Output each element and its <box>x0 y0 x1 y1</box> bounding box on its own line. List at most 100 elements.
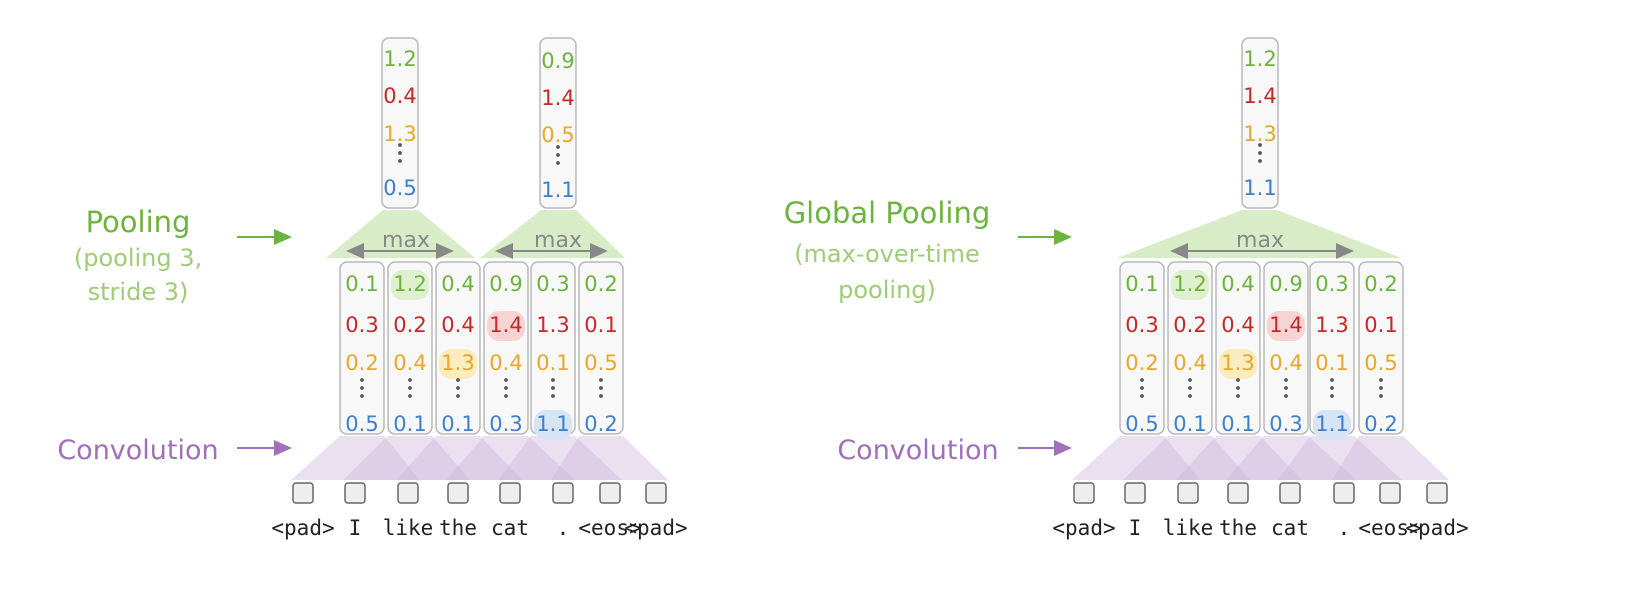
left-pooled-1-ellipsis-icon <box>398 143 402 163</box>
conv-column-1-value: 0.1 <box>345 272 378 296</box>
ellipsis-dot <box>1188 378 1192 382</box>
conv-window-3 <box>1176 436 1302 480</box>
token-label: the <box>1219 516 1257 540</box>
ellipsis-dot <box>1330 386 1334 390</box>
conv-column-2-value: 0.2 <box>393 313 426 337</box>
conv-column-3-value: 0.1 <box>1221 412 1254 436</box>
conv-column-1-value: 0.2 <box>1125 351 1158 375</box>
conv-column-5-value: 0.3 <box>1315 272 1348 296</box>
ellipsis-dot <box>1284 386 1288 390</box>
conv-column-5-highlight <box>1313 410 1351 440</box>
token-square <box>645 482 667 504</box>
conv-column-1-ellipsis-icon <box>360 378 364 398</box>
conv-column-4-value: 0.9 <box>1269 272 1302 296</box>
conv-column-3-value: 0.4 <box>1221 313 1254 337</box>
left-max-label-1: max <box>382 228 430 253</box>
left-pooled-1-value: 0.5 <box>383 176 416 200</box>
conv-window-5 <box>498 436 622 480</box>
ellipsis-dot <box>556 161 560 165</box>
left-max-label-2: max <box>534 228 582 253</box>
ellipsis-dot <box>360 386 364 390</box>
conv-column-5-ellipsis-icon <box>1330 378 1334 398</box>
conv-column-1-value: 0.1 <box>1125 272 1158 296</box>
conv-column-4-box <box>483 261 529 435</box>
conv-column-3-box <box>1215 261 1261 435</box>
token-label: <eos> <box>1358 516 1421 540</box>
ellipsis-dot <box>1379 394 1383 398</box>
right-pooled-value: 1.2 <box>1243 47 1276 71</box>
conv-column-4-highlight <box>487 311 525 341</box>
conv-column-5-highlight <box>534 410 572 440</box>
ellipsis-dot <box>599 394 603 398</box>
ellipsis-dot <box>360 378 364 382</box>
left-pooled-2-value: 1.1 <box>541 178 574 202</box>
left-pooled-vector-2: 0.91.40.51.1 <box>539 37 577 209</box>
conv-column-6-value: 0.1 <box>1364 313 1397 337</box>
conv-window-4 <box>1226 436 1356 480</box>
conv-window-1 <box>1072 436 1200 480</box>
ellipsis-dot <box>456 394 460 398</box>
conv-column-1-ellipsis-icon <box>1140 378 1144 398</box>
ellipsis-dot <box>504 394 508 398</box>
ellipsis-dot <box>1284 378 1288 382</box>
conv-column-2-value: 0.4 <box>1173 351 1206 375</box>
token-square <box>1426 482 1448 504</box>
conv-column-4-value: 0.9 <box>489 272 522 296</box>
right-pooled-vector: 1.21.41.31.1 <box>1241 37 1279 209</box>
left-pooled-1-value: 0.4 <box>383 84 416 108</box>
conv-column-2-highlight <box>391 270 429 300</box>
conv-column-2-ellipsis-icon <box>1188 378 1192 398</box>
ellipsis-dot <box>551 386 555 390</box>
token-square <box>447 482 469 504</box>
conv-column-2-value: 0.4 <box>393 351 426 375</box>
token-label: like <box>1163 516 1214 540</box>
right-pooled-box <box>1241 37 1279 209</box>
conv-window-6 <box>1332 436 1449 480</box>
conv-column-2-box <box>387 261 433 435</box>
right-pooled-value: 1.4 <box>1243 84 1276 108</box>
right-convolution-label: Convolution <box>837 435 998 466</box>
ellipsis-dot <box>398 159 402 163</box>
conv-column-3-value: 1.3 <box>441 351 474 375</box>
conv-column-6-box <box>578 261 624 435</box>
token-square <box>1379 482 1401 504</box>
token-label: <pad> <box>1052 516 1115 540</box>
right-pooled-ellipsis-icon <box>1258 143 1262 163</box>
conv-column-2-ellipsis-icon <box>408 378 412 398</box>
conv-column-4-value: 0.3 <box>1269 412 1302 436</box>
conv-column-1-value: 0.5 <box>1125 412 1158 436</box>
conv-column-4-value: 0.4 <box>1269 351 1302 375</box>
conv-column-4-ellipsis-icon <box>504 378 508 398</box>
ellipsis-dot <box>1236 386 1240 390</box>
conv-column-1-box <box>1119 261 1165 435</box>
ellipsis-dot <box>1188 386 1192 390</box>
left-pooled-2-ellipsis-icon <box>556 145 560 165</box>
ellipsis-dot <box>599 386 603 390</box>
conv-column-3-box <box>435 261 481 435</box>
left-pooled-vector-1: 1.2 0.4 1.3 0.5 <box>381 37 419 209</box>
left-pooled-2-value: 0.5 <box>541 123 574 147</box>
conv-column-4-value: 0.3 <box>489 412 522 436</box>
right-panel-global-pooling: Global Pooling (max-over-time pooling) C… <box>784 37 1469 540</box>
token-square <box>344 482 366 504</box>
conv-column-4-box <box>1263 261 1309 435</box>
token-square <box>1227 482 1249 504</box>
conv-column-5-value: 1.1 <box>1315 412 1348 436</box>
right-title: Global Pooling <box>784 196 991 230</box>
token-square <box>552 482 574 504</box>
conv-column-2-value: 0.2 <box>1173 313 1206 337</box>
ellipsis-dot <box>1188 394 1192 398</box>
conv-column-1-value: 0.3 <box>1125 313 1158 337</box>
ellipsis-dot <box>556 145 560 149</box>
left-pooled-1-value: 1.2 <box>383 47 416 71</box>
conv-column-3-highlight <box>1219 349 1257 379</box>
conv-column-6-value: 0.2 <box>584 412 617 436</box>
conv-column-6-value: 0.2 <box>1364 412 1397 436</box>
ellipsis-dot <box>1140 394 1144 398</box>
right-subtitle-line2: pooling) <box>838 276 936 304</box>
left-pooled-1-value: 1.3 <box>383 122 416 146</box>
right-subtitle-line1: (max-over-time <box>794 240 980 268</box>
